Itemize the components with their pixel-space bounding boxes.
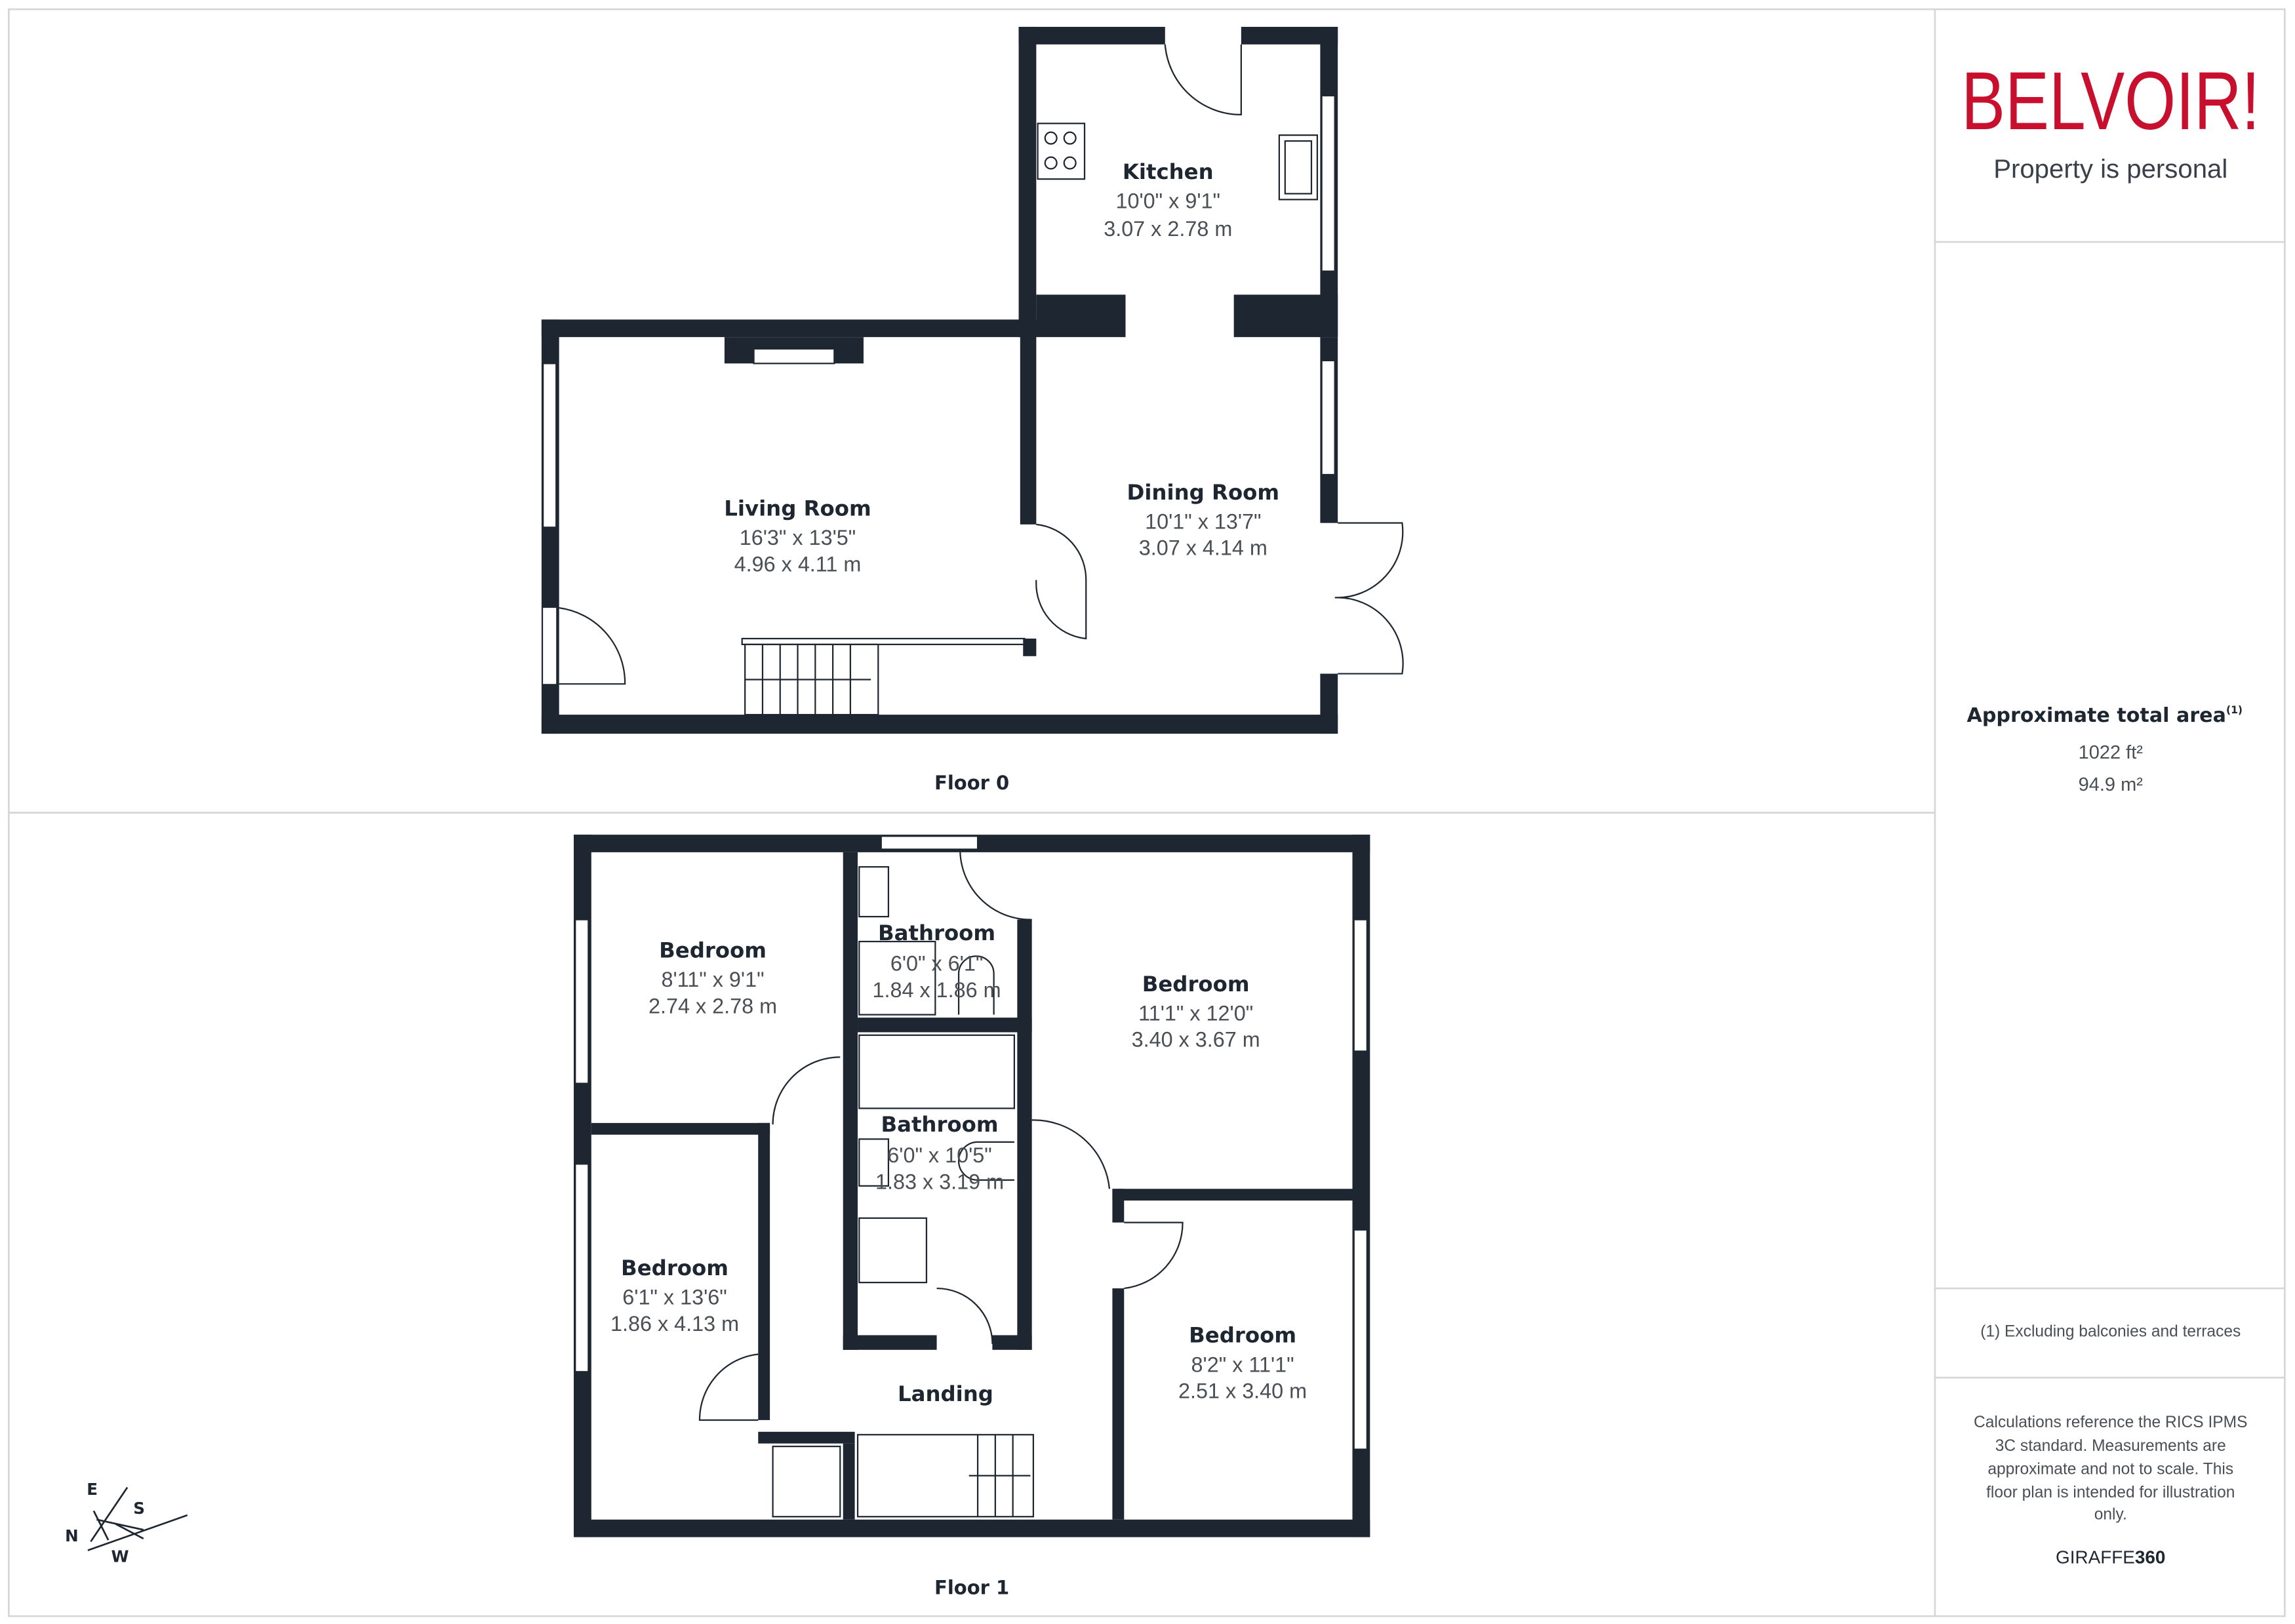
hob-icon xyxy=(1037,123,1086,180)
bath-icon xyxy=(858,1034,1015,1109)
svg-text:3.40 x 3.67 m: 3.40 x 3.67 m xyxy=(1132,1028,1260,1052)
room-bedroom-2: Bedroom 11'1" x 12'0" 3.40 x 3.67 m xyxy=(1132,972,1260,1052)
svg-text:Bathroom: Bathroom xyxy=(881,1112,998,1137)
door-swing xyxy=(1124,1221,1184,1290)
shower-icon xyxy=(858,1217,928,1284)
french-doors xyxy=(1334,522,1404,675)
svg-text:floor plan is intended for ill: floor plan is intended for illustration xyxy=(1986,1484,2235,1501)
svg-text:16'3" x 13'5": 16'3" x 13'5" xyxy=(740,526,856,549)
sink-icon xyxy=(858,1138,890,1187)
window xyxy=(542,363,557,528)
toilet-icon xyxy=(958,1141,1014,1181)
svg-text:1.84 x 1.86 m: 1.84 x 1.86 m xyxy=(873,978,1001,1002)
window xyxy=(1353,1229,1368,1450)
room-dining-room: Dining Room 10'1" x 13'7" 3.07 x 4.14 m xyxy=(1127,480,1279,560)
stairs xyxy=(856,1434,1035,1518)
svg-text:10'1" x 13'7": 10'1" x 13'7" xyxy=(1145,510,1261,534)
door-swing xyxy=(1031,1119,1111,1189)
svg-text:Kitchen: Kitchen xyxy=(1123,159,1214,184)
floor-0-plan xyxy=(541,26,1404,734)
stairs-rail xyxy=(741,637,1026,646)
sink-icon xyxy=(1278,134,1319,201)
svg-text:Bedroom: Bedroom xyxy=(659,938,767,963)
floor-1-label: Floor 1 xyxy=(934,1577,1009,1599)
svg-text:6'0" x 6'1": 6'0" x 6'1" xyxy=(890,952,983,976)
svg-text:only.: only. xyxy=(2094,1506,2127,1524)
svg-text:2.74 x 2.78 m: 2.74 x 2.78 m xyxy=(649,994,777,1018)
fireplace xyxy=(753,347,835,365)
door-swing xyxy=(772,1056,841,1125)
compass-icon: E S N W xyxy=(65,1480,188,1566)
svg-text:4.96 x 4.11 m: 4.96 x 4.11 m xyxy=(734,552,862,576)
brand-tagline: Property is personal xyxy=(1993,154,2227,184)
door-swing xyxy=(936,1287,993,1344)
footnote: (1) Excluding balconies and terraces xyxy=(1980,1323,2241,1341)
window xyxy=(574,919,589,1084)
svg-text:approximate and not to scale.: approximate and not to scale. This xyxy=(1987,1461,2233,1478)
svg-text:W: W xyxy=(111,1547,129,1566)
window xyxy=(574,1163,589,1373)
svg-text:8'2" x 11'1": 8'2" x 11'1" xyxy=(1191,1353,1294,1376)
floor-1-plan xyxy=(574,835,1370,1537)
svg-text:1022 ft²: 1022 ft² xyxy=(2079,742,2144,763)
room-landing: Landing xyxy=(898,1381,993,1406)
door-swing xyxy=(959,852,1032,921)
room-kitchen: Kitchen 10'0" x 9'1" 3.07 x 2.78 m xyxy=(1104,159,1232,241)
window xyxy=(1321,94,1336,272)
svg-text:Bedroom: Bedroom xyxy=(621,1256,728,1280)
svg-text:Bedroom: Bedroom xyxy=(1189,1323,1296,1348)
svg-text:3.07 x 4.14 m: 3.07 x 4.14 m xyxy=(1139,536,1267,560)
sink-icon xyxy=(858,866,890,918)
svg-text:3C standard. Measurements are: 3C standard. Measurements are xyxy=(1995,1437,2226,1455)
svg-text:1.86 x 4.13 m: 1.86 x 4.13 m xyxy=(610,1312,739,1336)
total-area: Approximate total area(1) 1022 ft² 94.9 … xyxy=(1967,704,2243,795)
window xyxy=(880,835,979,850)
svg-text:Calculations reference the RIC: Calculations reference the RICS IPMS xyxy=(1974,1414,2247,1431)
svg-text:E: E xyxy=(87,1480,98,1499)
svg-text:S: S xyxy=(133,1499,145,1518)
room-bedroom-1: Bedroom 8'11" x 9'1" 2.74 x 2.78 m xyxy=(649,938,777,1018)
room-bedroom-3: Bedroom 6'1" x 13'6" 1.86 x 4.13 m xyxy=(610,1256,739,1336)
room-bedroom-4: Bedroom 8'2" x 11'1" 2.51 x 3.40 m xyxy=(1178,1323,1307,1403)
svg-text:8'11" x 9'1": 8'11" x 9'1" xyxy=(662,968,765,991)
svg-text:6'0" x 10'5": 6'0" x 10'5" xyxy=(887,1143,991,1167)
cupboard xyxy=(772,1446,841,1518)
svg-text:Bathroom: Bathroom xyxy=(878,921,995,945)
svg-text:Dining Room: Dining Room xyxy=(1127,480,1279,505)
svg-text:Approximate total area(1): Approximate total area(1) xyxy=(1967,704,2243,727)
svg-text:10'0" x 9'1": 10'0" x 9'1" xyxy=(1116,189,1220,213)
room-living-room: Living Room 16'3" x 13'5" 4.96 x 4.11 m xyxy=(724,496,871,576)
svg-text:1.83 x 3.19 m: 1.83 x 3.19 m xyxy=(875,1170,1004,1193)
svg-text:Landing: Landing xyxy=(898,1381,993,1406)
svg-text:94.9 m²: 94.9 m² xyxy=(2079,774,2144,795)
window xyxy=(1321,359,1336,476)
giraffe360-credit: GIRAFFE360 xyxy=(2056,1547,2165,1568)
door-swing xyxy=(559,607,626,685)
door-swing xyxy=(698,1353,759,1421)
disclaimer: Calculations reference the RICS IPMS 3C … xyxy=(1974,1414,2247,1524)
toilet-icon xyxy=(957,955,995,1015)
room-bathroom-1: Bathroom 6'0" x 6'1" 1.84 x 1.86 m xyxy=(873,921,1001,1002)
svg-text:Bedroom: Bedroom xyxy=(1142,972,1250,997)
window xyxy=(1353,919,1368,1052)
shower-icon xyxy=(858,940,936,1016)
svg-text:2.51 x 3.40 m: 2.51 x 3.40 m xyxy=(1178,1379,1307,1402)
svg-text:N: N xyxy=(65,1526,79,1545)
svg-text:Living Room: Living Room xyxy=(724,496,871,521)
belvoir-logo: BELVOIR! xyxy=(1961,56,2260,147)
room-bathroom-2: Bathroom 6'0" x 10'5" 1.83 x 3.19 m xyxy=(875,1112,1004,1193)
svg-text:3.07 x 2.78 m: 3.07 x 2.78 m xyxy=(1104,217,1232,241)
svg-text:11'1" x 12'0": 11'1" x 12'0" xyxy=(1138,1002,1253,1025)
svg-text:6'1" x 13'6": 6'1" x 13'6" xyxy=(622,1286,727,1309)
floor-0-label: Floor 0 xyxy=(934,772,1009,794)
door-swing xyxy=(1035,523,1087,640)
door-swing xyxy=(1164,44,1242,116)
stairs xyxy=(744,643,879,716)
